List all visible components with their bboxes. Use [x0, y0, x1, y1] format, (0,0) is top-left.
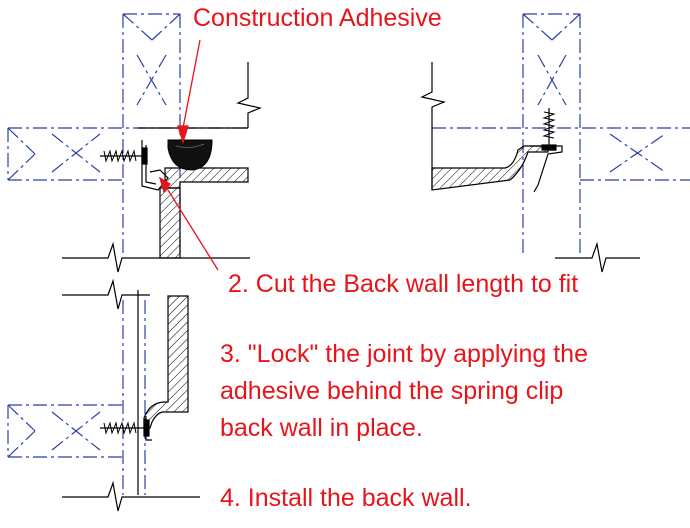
leader-lines [158, 39, 219, 271]
adhesive-bead-icon [167, 139, 213, 171]
break-line-icon [420, 62, 446, 140]
step-3-line-3: back wall in place. [220, 414, 423, 442]
screw-icon [541, 108, 557, 151]
adhesive-label: Construction Adhesive [193, 4, 442, 32]
step-3-line-2: adhesive behind the spring clip [220, 377, 564, 405]
arrow-head [177, 125, 189, 145]
break-line-icon [62, 241, 250, 273]
top-right-stud [522, 13, 581, 255]
right-blocking [432, 127, 690, 181]
framing-lines [7, 13, 690, 495]
break-line-icon [236, 62, 262, 128]
spring-clip-icon [530, 145, 563, 193]
right-panel-profile [431, 145, 563, 193]
left-panel-profile [141, 140, 249, 259]
screw-icon [100, 147, 148, 165]
break-line-icon [62, 480, 200, 512]
step-3-line-1: 3. "Lock" the joint by applying the [220, 340, 588, 368]
bottom-panel-profile [143, 295, 189, 441]
arrow-head [158, 176, 171, 194]
step-4-label: 4. Install the back wall. [220, 484, 472, 512]
step-2-label: 2. Cut the Back wall length to fit [228, 270, 579, 298]
bottom-left-framing [7, 300, 146, 495]
break-line-icon [555, 241, 640, 273]
screw-icon [100, 419, 150, 437]
break-line-icon [62, 278, 150, 310]
wall-lines [62, 62, 640, 512]
